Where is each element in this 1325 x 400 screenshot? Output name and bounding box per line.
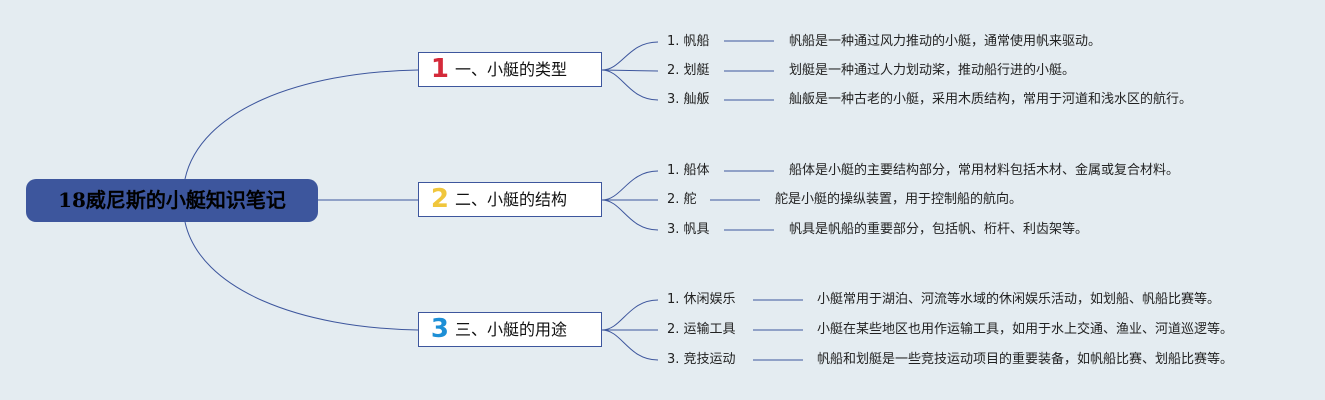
branch-1-item-1-line xyxy=(601,41,659,71)
leaf-note: 小艇常用于湖泊、河流等水域的休闲娱乐活动，如划船、帆船比赛等。 xyxy=(817,292,1221,307)
leaf-node[interactable]: 1. 帆船 xyxy=(667,34,710,49)
leaf-node[interactable]: 3. 帆具 xyxy=(667,222,710,237)
leaf-node[interactable]: 2. 划艇 xyxy=(667,63,710,78)
branch-node-3[interactable]: 3 三、小艇的用途 xyxy=(418,312,602,347)
branch-node-2[interactable]: 2 二、小艇的结构 xyxy=(418,182,602,217)
leaf-note: 帆具是帆船的重要部分，包括帆、桁杆、利齿架等。 xyxy=(789,222,1089,237)
number-1-icon: 1 xyxy=(430,54,449,84)
number-2-icon: 2 xyxy=(430,184,449,214)
leaf-node[interactable]: 3. 竞技运动 xyxy=(667,352,736,367)
branch-3-item-3-line xyxy=(601,329,659,361)
leaf-note: 划艇是一种通过人力划动桨，推动船行进的小艇。 xyxy=(789,63,1076,78)
branch-2-item-1-line xyxy=(601,170,659,201)
leaf-node[interactable]: 1. 休闲娱乐 xyxy=(667,292,736,307)
leaf-node[interactable]: 1. 船体 xyxy=(667,163,710,178)
root-to-branch-3-line xyxy=(184,221,419,331)
branch-node-1[interactable]: 1 一、小艇的类型 xyxy=(418,52,602,87)
branch-1-item-3-line xyxy=(601,69,659,101)
branch-3-item-1-line xyxy=(601,299,659,331)
leaf-note: 小艇在某些地区也用作运输工具，如用于水上交通、渔业、河道巡逻等。 xyxy=(817,322,1234,337)
leaf-note: 舵是小艇的操纵装置，用于控制船的航向。 xyxy=(775,192,1023,207)
root-title: 18威尼斯的小艇知识笔记 xyxy=(58,188,286,212)
branch-3-label: 三、小艇的用途 xyxy=(455,320,568,339)
branch-1-label: 一、小艇的类型 xyxy=(455,60,568,79)
branch-2-item-3-line xyxy=(601,199,659,231)
branch-2-label: 二、小艇的结构 xyxy=(455,190,568,209)
branch-1-item-2-line xyxy=(601,69,659,72)
root-to-branch-1-line xyxy=(184,69,419,180)
leaf-node[interactable]: 3. 舢舨 xyxy=(667,92,710,107)
root-node[interactable]: 18威尼斯的小艇知识笔记 xyxy=(26,179,318,222)
leaf-note: 帆船和划艇是一些竞技运动项目的重要装备，如帆船比赛、划船比赛等。 xyxy=(817,352,1234,367)
number-3-icon: 3 xyxy=(430,314,449,344)
leaf-note: 帆船是一种通过风力推动的小艇，通常使用帆来驱动。 xyxy=(789,34,1102,49)
leaf-node[interactable]: 2. 运输工具 xyxy=(667,322,736,337)
leaf-node[interactable]: 2. 舵 xyxy=(667,192,697,207)
leaf-note: 船体是小艇的主要结构部分，常用材料包括木材、金属或复合材料。 xyxy=(789,163,1180,178)
leaf-note: 舢舨是一种古老的小艇，采用木质结构，常用于河道和浅水区的航行。 xyxy=(789,92,1193,107)
